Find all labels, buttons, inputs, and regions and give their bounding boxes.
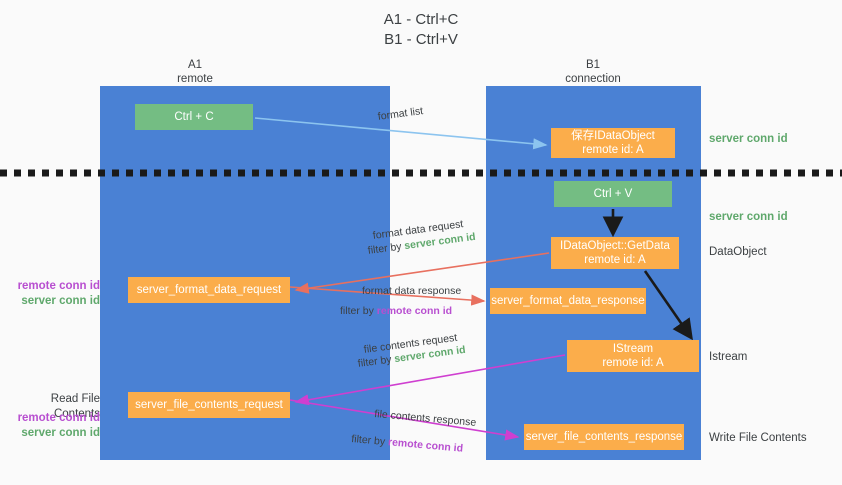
arrow-file-contents-response [289, 399, 520, 441]
filter-remote-conn-id: remote conn id [376, 305, 453, 317]
filter-by-text: filter by [350, 432, 389, 449]
label-istream: Istream [709, 351, 748, 363]
box-server-format-data-request[interactable]: server_format_data_request [128, 277, 290, 303]
label-dataobject: DataObject [709, 246, 767, 258]
box-server-format-data-response[interactable]: server_format_data_response [490, 288, 646, 314]
label-write-file-contents: Write File Contents [709, 432, 807, 444]
box-server-file-contents-response[interactable]: server_file_contents_response [524, 424, 684, 450]
label-server-conn-id-left-top: server conn id [21, 295, 100, 307]
caption-format-data-response-filter: filter by remote conn id [340, 304, 452, 318]
box-save-idataobject[interactable]: 保存IDataObject remote id: A [551, 128, 675, 158]
box-ctrl-v[interactable]: Ctrl + V [554, 181, 672, 207]
lane-b1-header: B1 connection [565, 59, 621, 85]
label-left-conn-ids-bottom: remote conn id server conn id [10, 411, 100, 441]
box-istream[interactable]: IStream remote id: A [567, 340, 699, 372]
caption-format-data-response: format data response [362, 285, 462, 297]
label-server-conn-id-top: server conn id [709, 133, 788, 145]
label-server-conn-id-mid: server conn id [709, 211, 788, 223]
arrow-file-contents-request [294, 354, 566, 406]
box-server-file-contents-request[interactable]: server_file_contents_request [128, 392, 290, 418]
arrow-format-data-response [289, 286, 486, 306]
label-remote-conn-id-bottom: remote conn id [17, 412, 100, 424]
box-ctrl-c[interactable]: Ctrl + C [135, 104, 253, 130]
filter-by-text: filter by [340, 305, 377, 317]
lane-a1-header: A1 remote [177, 59, 213, 85]
arrow-getdata-to-istream [643, 270, 693, 341]
box-idataobject-getdata[interactable]: IDataObject::GetData remote id: A [551, 237, 679, 269]
label-server-conn-id-left-bottom: server conn id [21, 427, 100, 439]
label-remote-conn-id-top: remote conn id [17, 280, 100, 292]
arrow-format-data-request [294, 252, 550, 294]
page-title: A1 - Ctrl+C B1 - Ctrl+V [383, 11, 459, 48]
arrow-format-list [254, 117, 548, 150]
label-left-conn-ids-top: remote conn id server conn id [10, 279, 100, 309]
label-read-file-contents: Read File Contents [50, 393, 100, 420]
